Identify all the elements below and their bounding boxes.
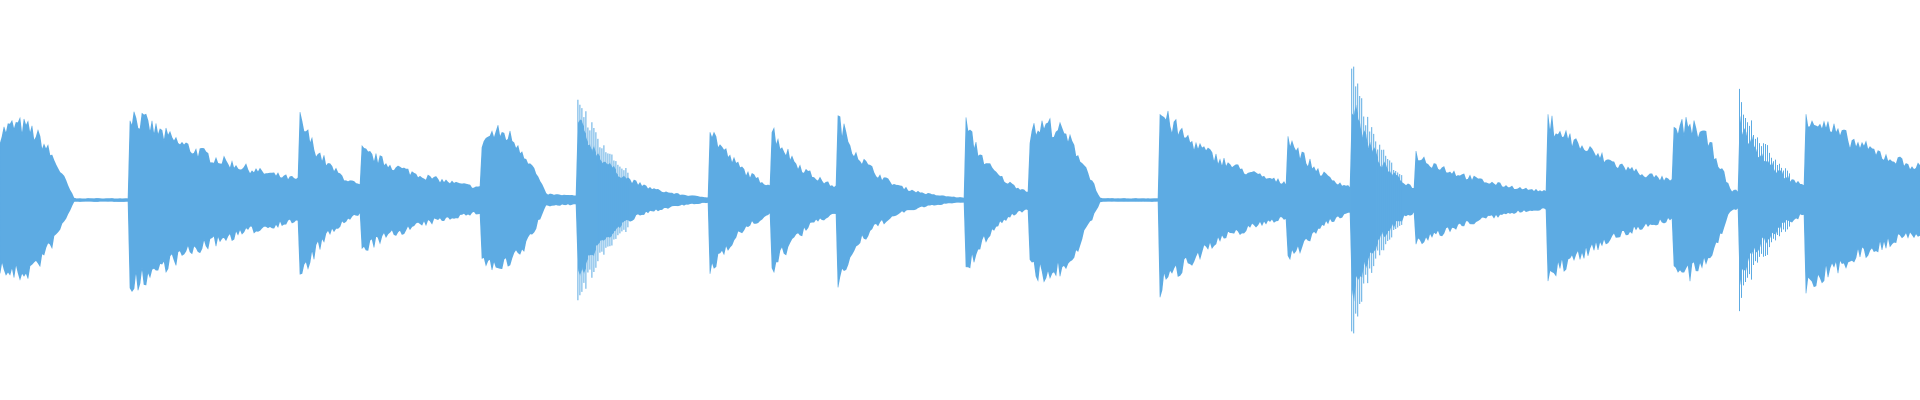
waveform-transient-spikes (577, 66, 1790, 334)
waveform-envelope (0, 104, 1920, 302)
